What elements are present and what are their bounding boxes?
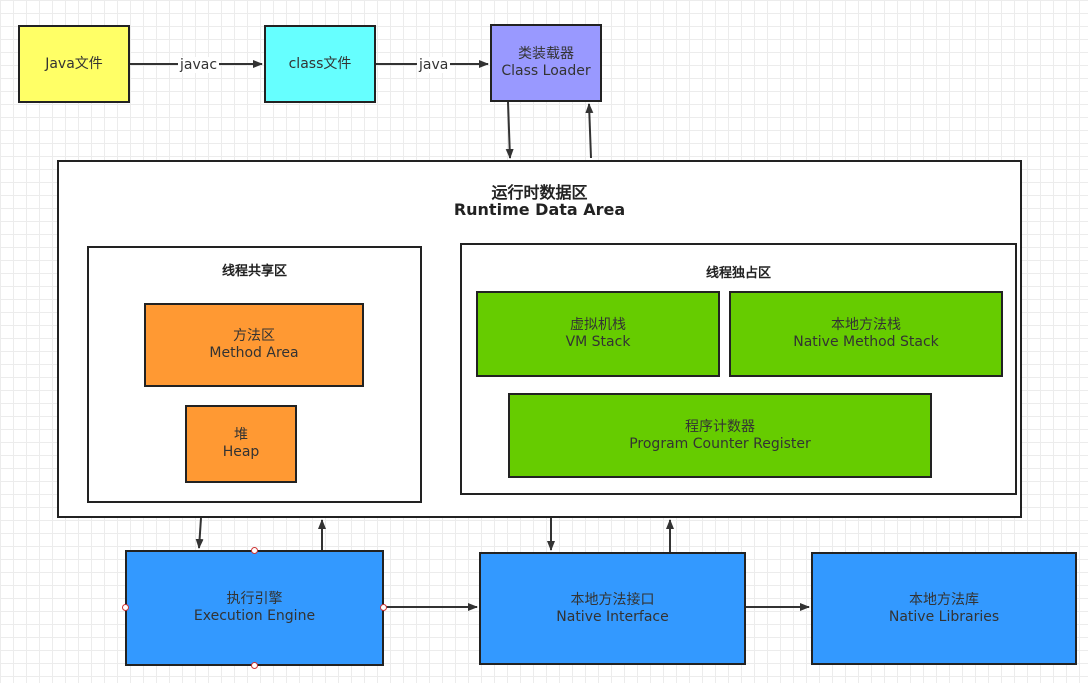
pc-label-en: Program Counter Register <box>629 435 811 452</box>
native-stack-label-en: Native Method Stack <box>793 334 939 350</box>
native-libraries-node[interactable]: 本地方法库 Native Libraries <box>811 552 1077 665</box>
thread-private-title: 线程独占区 <box>705 266 771 281</box>
program-counter-node[interactable]: 程序计数器 Program Counter Register <box>508 393 932 478</box>
vm-stack-node[interactable]: 虚拟机栈 VM Stack <box>476 291 720 377</box>
vm-stack-label-cn: 虚拟机栈 <box>570 317 626 333</box>
native-if-label-cn: 本地方法接口 <box>570 591 655 608</box>
runtime-title-en: Runtime Data Area <box>453 200 626 219</box>
resize-handle-left[interactable] <box>122 604 129 611</box>
native-if-label-en: Native Interface <box>556 608 669 625</box>
runtime-title-cn: 运行时数据区 <box>491 183 588 202</box>
java-file-node[interactable]: Java文件 <box>18 25 130 103</box>
class-file-label: class文件 <box>288 55 352 72</box>
arrow-loader-to-runtime <box>505 101 514 159</box>
resize-handle-top[interactable] <box>251 547 258 554</box>
native-method-stack-node[interactable]: 本地方法栈 Native Method Stack <box>729 291 1003 377</box>
arrow-runtime-to-engine <box>195 517 204 549</box>
class-file-node[interactable]: class文件 <box>264 25 376 103</box>
edge-label-javac: javac <box>178 57 220 73</box>
thread-shared-title: 线程共享区 <box>221 264 287 279</box>
method-area-label-cn: 方法区 <box>233 328 275 344</box>
pc-label-cn: 程序计数器 <box>685 418 755 435</box>
heap-label-cn: 堆 <box>234 427 248 443</box>
native-interface-node[interactable]: 本地方法接口 Native Interface <box>479 552 746 665</box>
java-file-label: Java文件 <box>45 55 103 72</box>
class-loader-node[interactable]: 类装载器 Class Loader <box>490 24 602 102</box>
heap-node[interactable]: 堆 Heap <box>185 405 297 483</box>
resize-handle-right[interactable] <box>380 604 387 611</box>
heap-label-en: Heap <box>222 444 260 460</box>
vm-stack-label-en: VM Stack <box>565 334 631 350</box>
execution-engine-node[interactable]: 执行引擎 Execution Engine <box>125 550 384 666</box>
method-area-node[interactable]: 方法区 Method Area <box>144 303 364 387</box>
native-stack-label-cn: 本地方法栈 <box>831 317 901 333</box>
native-lib-label-cn: 本地方法库 <box>909 591 979 608</box>
class-loader-label-cn: 类装载器 <box>518 46 574 62</box>
engine-label-en: Execution Engine <box>193 608 316 624</box>
resize-handle-bottom[interactable] <box>251 662 258 669</box>
class-loader-label-en: Class Loader <box>501 63 591 79</box>
method-area-label-en: Method Area <box>209 345 299 361</box>
edge-label-java: java <box>417 57 451 73</box>
engine-label-cn: 执行引擎 <box>226 591 283 607</box>
native-lib-label-en: Native Libraries <box>888 608 1000 625</box>
arrow-runtime-to-loader <box>585 103 594 159</box>
